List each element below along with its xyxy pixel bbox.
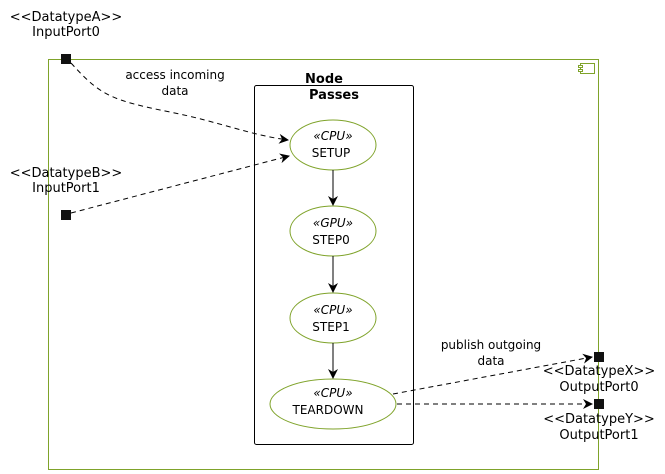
output-port-1-stereotype: <<DatatypeY>> bbox=[543, 412, 655, 427]
pass-name: STEP1 bbox=[312, 320, 349, 334]
output-port-0-name: OutputPort0 bbox=[559, 380, 638, 395]
pass-stereotype: «GPU» bbox=[313, 216, 353, 230]
incoming-edge-label-line1: access incoming bbox=[125, 68, 224, 82]
pass-name: TEARDOWN bbox=[292, 403, 364, 417]
input-port-0-name: InputPort0 bbox=[32, 25, 100, 40]
outgoing-edge-label-line1: publish outgoing bbox=[441, 338, 541, 352]
pass-stereotype: «CPU» bbox=[313, 303, 352, 317]
incoming-edge-label-line2: data bbox=[161, 84, 188, 98]
input-port-0-stereotype: <<DatatypeA>> bbox=[10, 10, 123, 25]
outgoing-edge-label-line2: data bbox=[477, 354, 504, 368]
input-port-1-name: InputPort1 bbox=[32, 181, 100, 196]
input-port-1 bbox=[61, 210, 71, 220]
edge-inputport0-setup bbox=[70, 62, 289, 144]
output-port-1-name: OutputPort1 bbox=[559, 428, 638, 443]
pass-stereotype: «CPU» bbox=[313, 386, 352, 400]
edge-inputport1-setup bbox=[70, 153, 290, 214]
pass-name: SETUP bbox=[312, 146, 351, 160]
input-port-0 bbox=[61, 54, 71, 64]
node-title-line1: Node bbox=[305, 72, 343, 87]
edge-teardown-outputport0 bbox=[392, 353, 593, 395]
pass-stereotype: «CPU» bbox=[313, 129, 352, 143]
output-port-0 bbox=[594, 352, 604, 362]
component-icon bbox=[578, 63, 595, 74]
output-port-0-stereotype: <<DatatypeX>> bbox=[543, 364, 656, 379]
pass-step0: «GPU» STEP0 bbox=[289, 205, 377, 257]
pass-name: STEP0 bbox=[312, 233, 349, 247]
input-port-1-stereotype: <<DatatypeB>> bbox=[10, 166, 123, 181]
node-passes-box bbox=[254, 85, 414, 445]
node-title-line2: Passes bbox=[309, 88, 359, 103]
pass-teardown: «CPU» TEARDOWN bbox=[269, 378, 397, 430]
pass-step1: «CPU» STEP1 bbox=[289, 292, 377, 344]
output-port-1 bbox=[594, 399, 604, 409]
pass-setup: «CPU» SETUP bbox=[289, 119, 377, 171]
